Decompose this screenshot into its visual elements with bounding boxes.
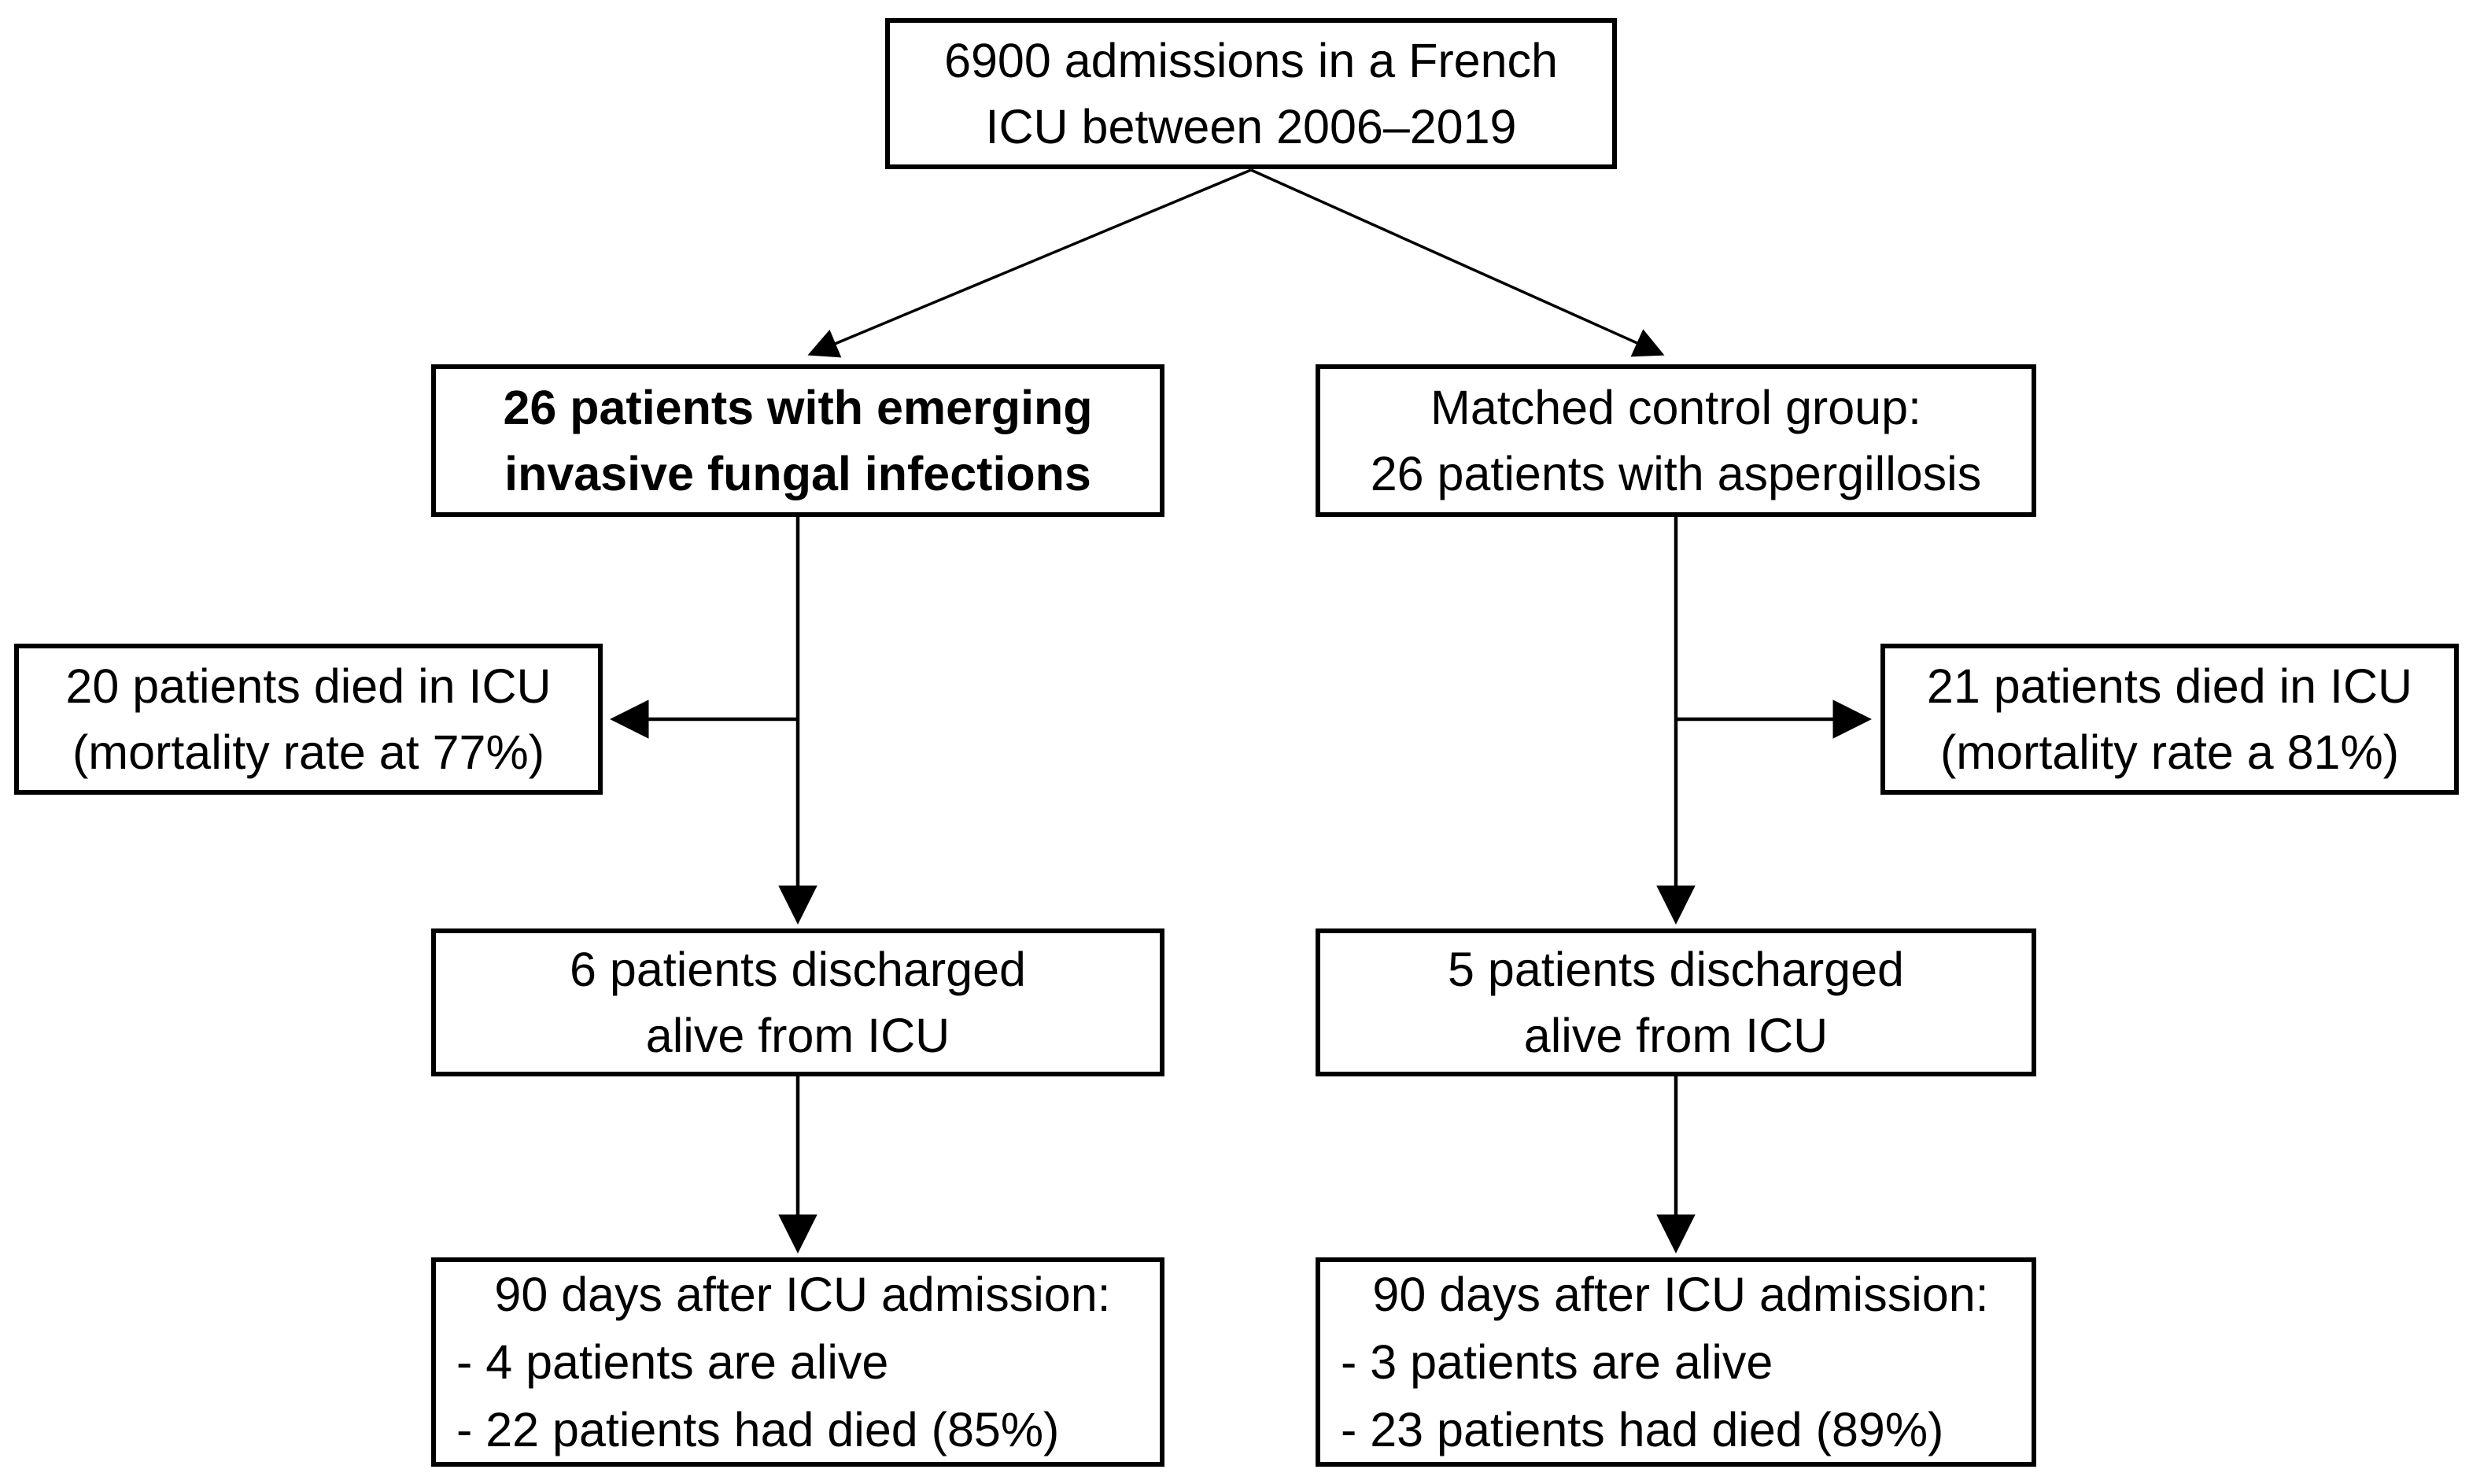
admissions-line-1: 6900 admissions in a French xyxy=(944,34,1558,87)
control-90days-line-1: 90 days after ICU admission: xyxy=(1372,1268,1989,1321)
control-group-line-1: Matched control group: xyxy=(1430,381,1921,434)
admissions-line-2: ICU between 2006–2019 xyxy=(985,100,1517,153)
node-fungal-90days: 90 days after ICU admission: - 4 patient… xyxy=(431,1257,1164,1467)
control-group-line-2: 26 patients with aspergillosis xyxy=(1370,447,1982,500)
fungal-discharged-line-1: 6 patients discharged xyxy=(570,943,1026,996)
node-fungal-group: 26 patients with emerging invasive funga… xyxy=(431,364,1164,517)
edge-admissions-to-fungal-group xyxy=(807,168,1252,358)
fungal-90days-line-1: 90 days after ICU admission: xyxy=(494,1268,1111,1321)
edge-admissions-to-control-group xyxy=(1250,168,1665,357)
fungal-group-line-1: 26 patients with emerging xyxy=(503,381,1093,434)
node-fungal-discharged: 6 patients discharged alive from ICU xyxy=(431,928,1164,1076)
node-fungal-died-icu: 20 patients died in ICU (mortality rate … xyxy=(14,644,603,795)
node-control-group: Matched control group: 26 patients with … xyxy=(1316,364,2036,517)
node-control-discharged: 5 patients discharged alive from ICU xyxy=(1316,928,2036,1076)
control-died-icu-line-1: 21 patients died in ICU xyxy=(1926,659,2413,713)
fungal-died-icu-line-1: 20 patients died in ICU xyxy=(65,659,552,713)
control-died-icu-line-2: (mortality rate a 81%) xyxy=(1939,725,2400,779)
control-discharged-line-1: 5 patients discharged xyxy=(1448,943,1904,996)
fungal-group-line-2: invasive fungal infections xyxy=(504,447,1091,500)
node-control-died-icu: 21 patients died in ICU (mortality rate … xyxy=(1880,644,2459,795)
fungal-90days-line-2: - 4 patients are alive xyxy=(456,1335,889,1389)
fungal-died-icu-line-2: (mortality rate at 77%) xyxy=(72,725,545,779)
node-admissions: 6900 admissions in a French ICU between … xyxy=(885,18,1617,169)
node-control-90days: 90 days after ICU admission: - 3 patient… xyxy=(1316,1257,2036,1467)
control-90days-line-2: - 3 patients are alive xyxy=(1341,1335,1773,1389)
fungal-90days-line-3: - 22 patients had died (85%) xyxy=(456,1403,1060,1456)
fungal-discharged-line-2: alive from ICU xyxy=(645,1009,950,1062)
control-discharged-line-2: alive from ICU xyxy=(1523,1009,1829,1062)
control-90days-line-3: - 23 patients had died (89%) xyxy=(1341,1403,1944,1456)
